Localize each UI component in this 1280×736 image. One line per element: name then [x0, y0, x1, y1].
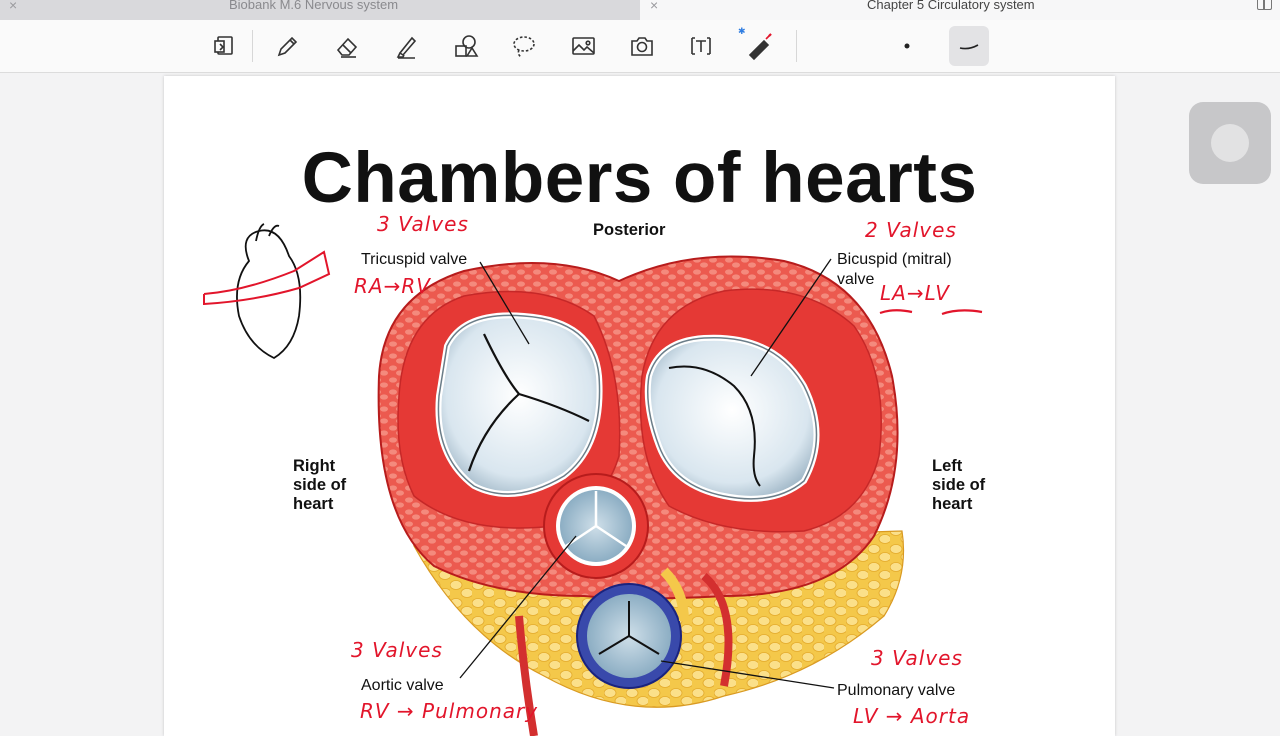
aortic-valve-label: Aortic valve	[361, 677, 444, 694]
split-view-icon[interactable]	[1257, 0, 1272, 10]
tricuspid-valve-shape	[435, 312, 603, 497]
handwriting-tricuspid-flow: RA→RV	[354, 274, 431, 298]
handwriting-pulmonary-count: 3 Valves	[871, 646, 963, 670]
bicuspid-valve-label-line2: valve	[837, 271, 875, 288]
bicuspid-valve-label: Bicuspid (mitral)	[837, 251, 952, 268]
highlighter-icon[interactable]	[386, 26, 426, 66]
right-side-label-line3: heart	[293, 495, 334, 513]
laser-pointer-icon[interactable]: ✱	[738, 26, 780, 66]
image-icon[interactable]	[563, 26, 603, 66]
pen-icon[interactable]	[267, 26, 307, 66]
stroke-dot-icon[interactable]	[887, 26, 927, 66]
shapes-icon[interactable]	[445, 26, 485, 66]
toolbar-divider	[252, 30, 253, 62]
note-page[interactable]: Chambers of hearts	[164, 76, 1115, 736]
handwriting-pulmonary-flow: LV → Aorta	[853, 704, 971, 728]
tab-bar: × Biobank M.6 Nervous system × Chapter 5…	[0, 0, 1280, 20]
right-side-label: Right	[293, 457, 336, 475]
posterior-label: Posterior	[593, 221, 666, 239]
close-tab-icon[interactable]: ×	[650, 0, 659, 13]
page-title: Chambers of hearts	[301, 139, 978, 218]
heart-sketch	[236, 229, 302, 360]
handwriting-tricuspid-count: 3 Valves	[377, 212, 469, 236]
tab-title: Biobank M.6 Nervous system	[229, 0, 399, 12]
toolbar-divider	[796, 30, 797, 62]
left-side-label-line2: side of	[932, 476, 986, 494]
bluetooth-icon: ✱	[738, 26, 746, 36]
right-side-label-line2: side of	[293, 476, 347, 494]
handwriting-bicuspid-flow: LA→LV	[880, 281, 950, 305]
handwriting-aortic-flow: RV → Pulmonary	[360, 699, 539, 723]
page-view-icon[interactable]	[204, 26, 244, 66]
text-icon[interactable]	[681, 26, 721, 66]
heart-valves-diagram	[203, 223, 983, 736]
handwriting-aortic-count: 3 Valves	[351, 638, 443, 662]
tab-title: Chapter 5 Circulatory system	[867, 0, 1035, 12]
assistive-touch-button[interactable]	[1189, 102, 1271, 184]
close-tab-icon[interactable]: ×	[9, 0, 18, 13]
left-side-label-line3: heart	[932, 495, 973, 513]
left-side-label: Left	[932, 457, 963, 475]
toolbar: ✱	[0, 20, 1280, 73]
tricuspid-valve-label: Tricuspid valve	[361, 251, 468, 268]
tab-circulatory-system[interactable]: × Chapter 5 Circulatory system	[640, 0, 1280, 20]
handwriting-bicuspid-count: 2 Valves	[865, 218, 957, 242]
tab-nervous-system[interactable]: × Biobank M.6 Nervous system	[0, 0, 640, 20]
pulmonary-valve-label: Pulmonary valve	[837, 682, 956, 699]
camera-icon[interactable]	[622, 26, 662, 66]
eraser-icon[interactable]	[327, 26, 367, 66]
lasso-icon[interactable]	[504, 26, 544, 66]
curve-stroke-icon[interactable]	[949, 26, 989, 66]
